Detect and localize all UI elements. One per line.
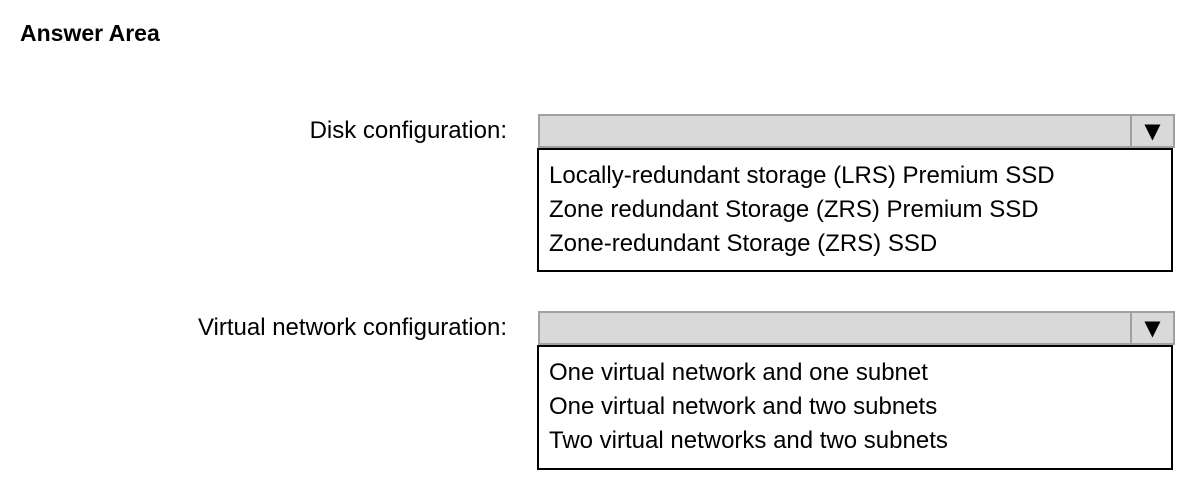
virtual-network-configuration-selected-value (540, 313, 1130, 343)
disk-configuration-label: Disk configuration: (309, 117, 507, 144)
disk-configuration-options-list: Locally-redundant storage (LRS) Premium … (537, 148, 1173, 272)
disk-configuration-dropdown-arrow-button[interactable]: ▼ (1130, 116, 1173, 146)
chevron-down-icon: ▼ (1144, 315, 1161, 340)
virtual-network-configuration-label: Virtual network configuration: (197, 314, 507, 341)
option-item-zrs-ssd[interactable]: Zone-redundant Storage (ZRS) SSD (549, 230, 938, 257)
disk-configuration-selected-value (540, 116, 1130, 146)
disk-configuration-dropdown[interactable]: ▼ (538, 114, 1175, 148)
option-item-lrs-premium-ssd[interactable]: Locally-redundant storage (LRS) Premium … (549, 162, 1055, 189)
virtual-network-configuration-dropdown[interactable]: ▼ (538, 311, 1175, 345)
virtual-network-configuration-options-list: One virtual network and one subnet One v… (537, 345, 1173, 470)
option-item-two-vnets-two-subnets[interactable]: Two virtual networks and two subnets (549, 427, 948, 454)
option-item-zrs-premium-ssd[interactable]: Zone redundant Storage (ZRS) Premium SSD (549, 196, 1039, 223)
option-item-one-vnet-one-subnet[interactable]: One virtual network and one subnet (549, 359, 928, 386)
page-title: Answer Area (20, 20, 160, 46)
option-item-one-vnet-two-subnets[interactable]: One virtual network and two subnets (549, 393, 938, 420)
chevron-down-icon: ▼ (1144, 118, 1161, 143)
virtual-network-configuration-dropdown-arrow-button[interactable]: ▼ (1130, 313, 1173, 343)
